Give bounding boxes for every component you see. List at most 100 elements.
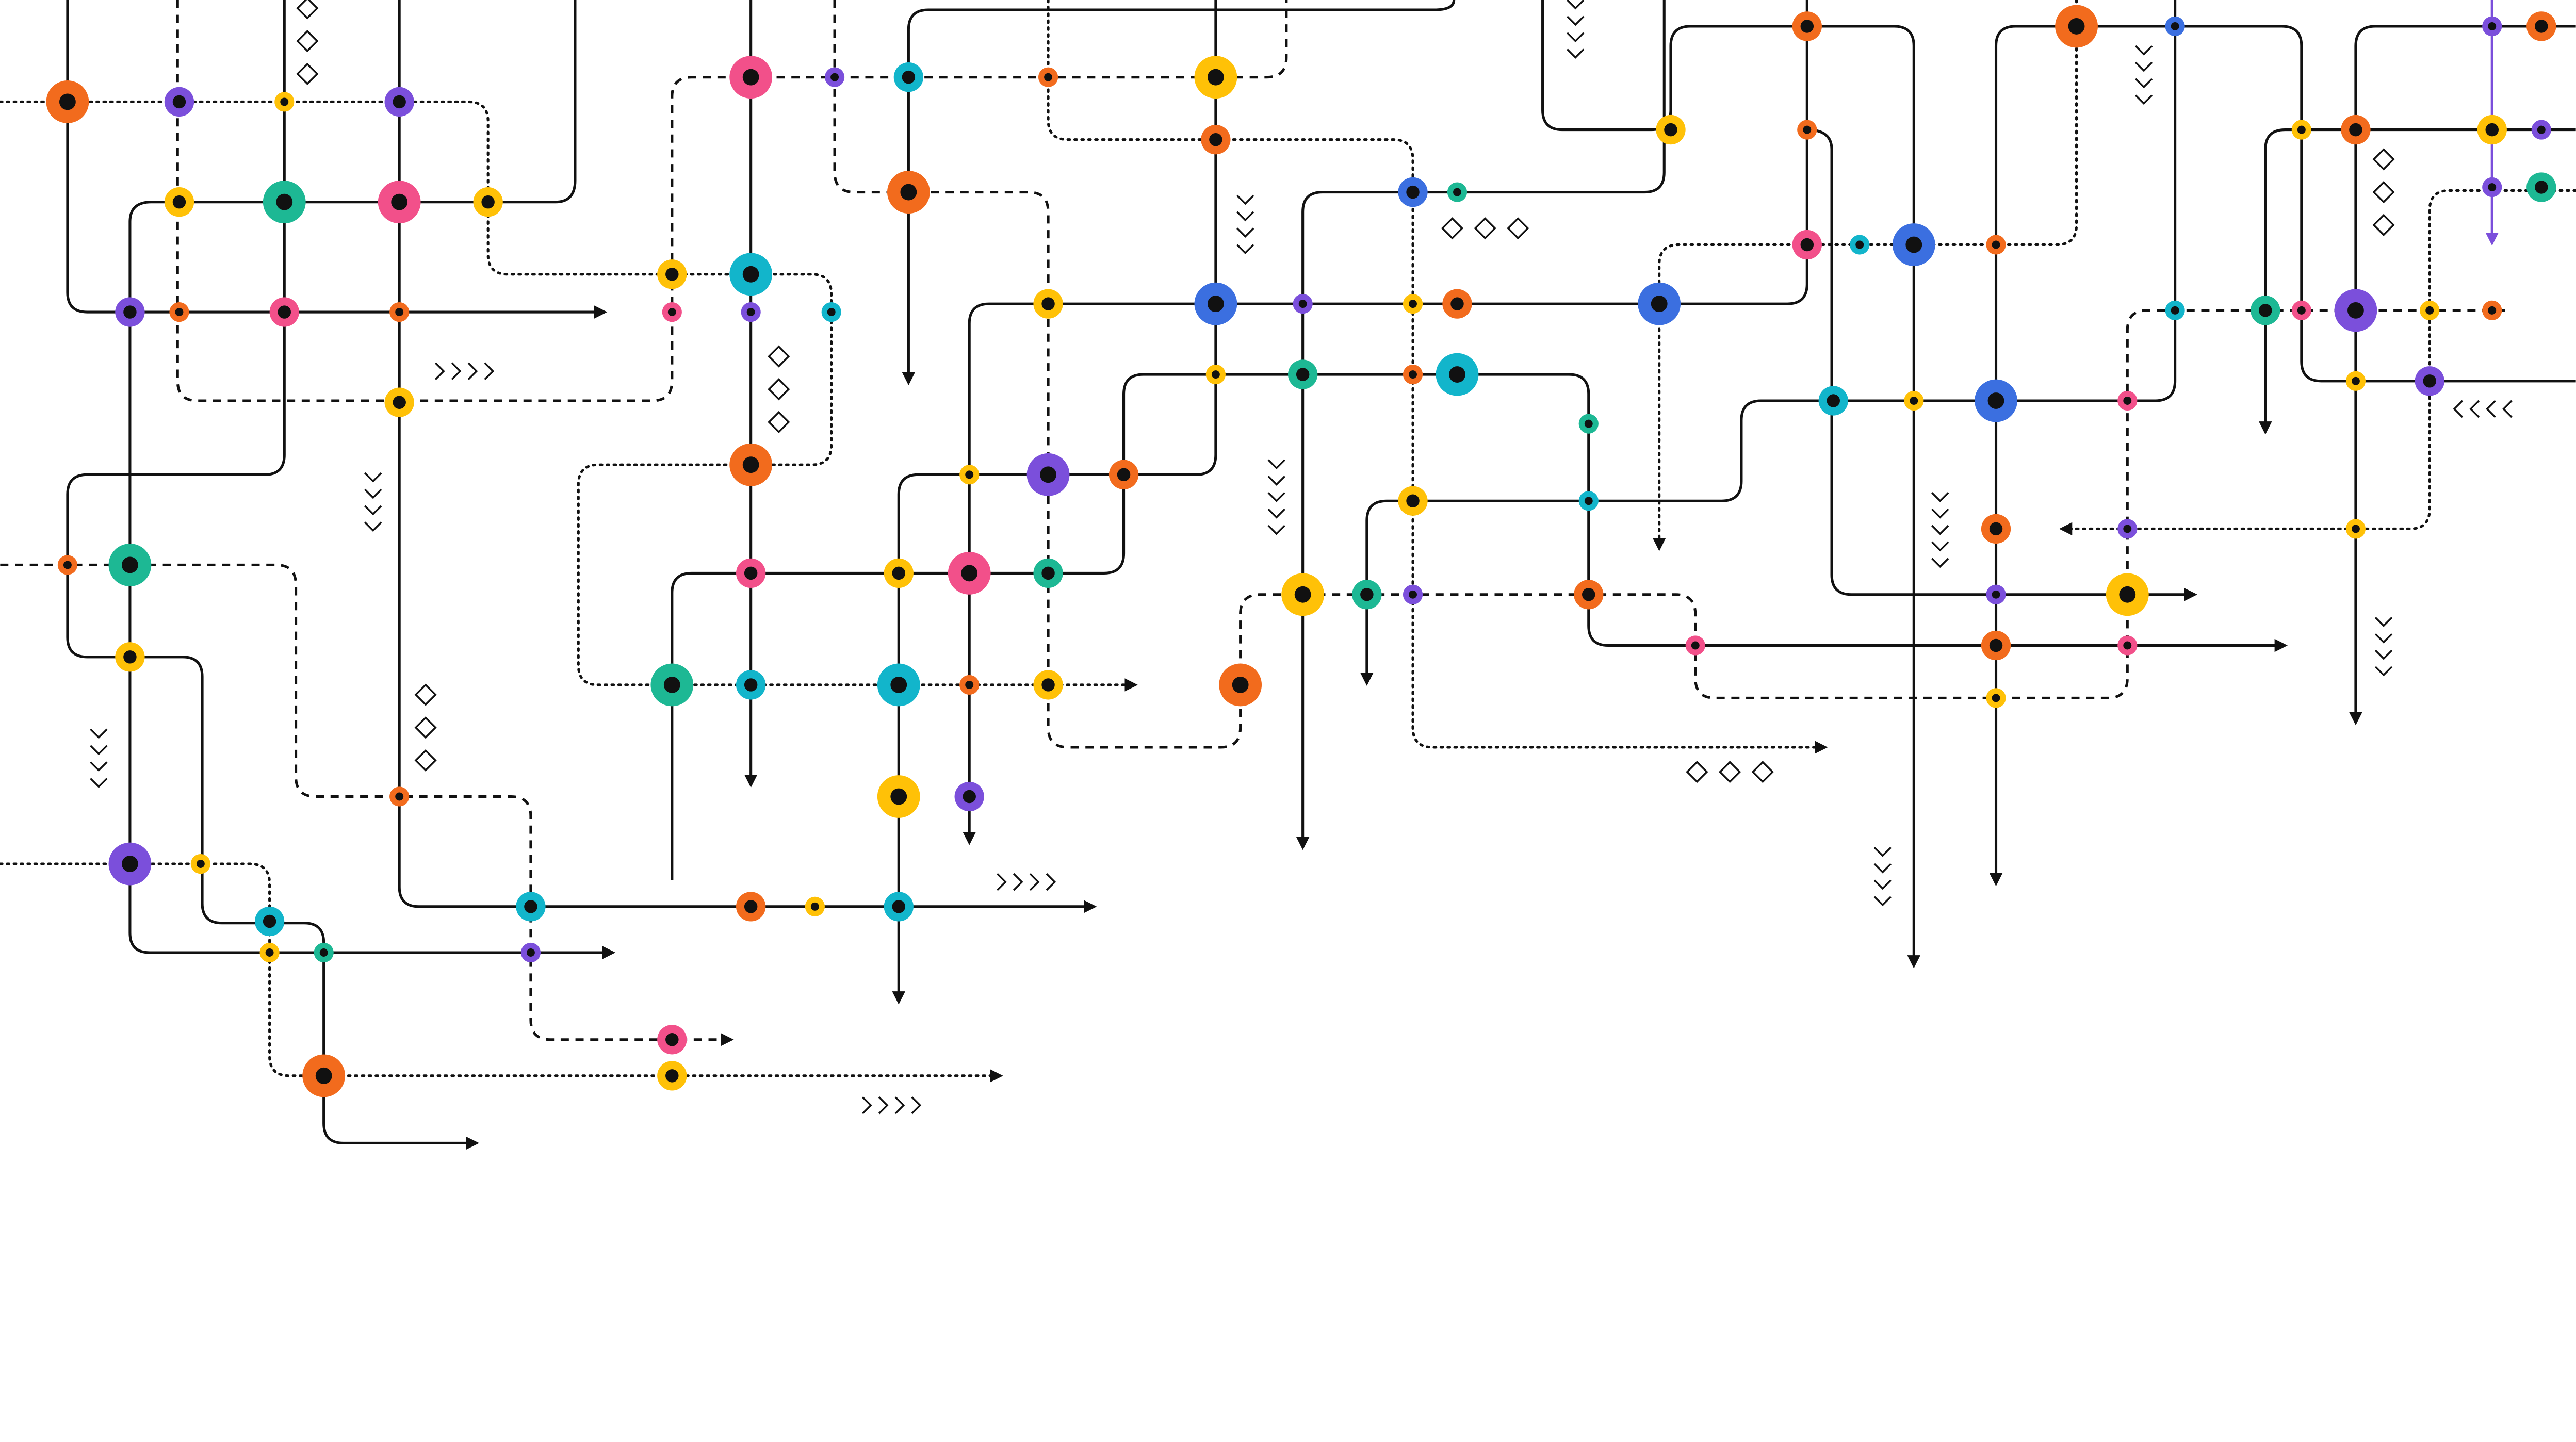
station-center <box>1298 300 1307 308</box>
station-center <box>2485 123 2499 137</box>
station-node <box>2117 390 2138 411</box>
route-line <box>2259 128 2576 435</box>
station-center <box>280 97 289 106</box>
station-node <box>57 555 78 575</box>
station-node <box>1792 11 1822 41</box>
station-center <box>890 677 907 693</box>
station-center <box>744 566 758 580</box>
route-line <box>1541 0 1921 969</box>
station-center <box>1409 370 1417 379</box>
route-line-dotted <box>0 100 1138 692</box>
route-line-dashed <box>0 563 734 1046</box>
station-node <box>2482 16 2502 37</box>
station-center <box>1651 296 1668 313</box>
station-node <box>2165 16 2185 37</box>
station-node <box>650 663 694 707</box>
station-node <box>274 92 295 112</box>
station-center <box>121 856 138 872</box>
station-center <box>395 308 404 317</box>
chevrons-down-icon <box>2134 45 2153 105</box>
station-node <box>1398 177 1428 207</box>
station-center <box>1040 466 1056 483</box>
station-node <box>729 253 773 296</box>
diamonds-icon <box>1686 761 1774 783</box>
station-node <box>1352 580 1382 610</box>
route-line <box>128 0 616 959</box>
station-center <box>1409 300 1417 308</box>
station-node <box>164 87 194 117</box>
station-node <box>1033 558 1063 588</box>
station-node <box>657 1061 687 1091</box>
station-node <box>877 663 920 707</box>
station-center <box>665 1069 679 1083</box>
station-center <box>2349 123 2362 137</box>
station-node <box>741 302 761 322</box>
station-node <box>2420 300 2440 320</box>
chevrons-down-icon <box>1567 0 1585 59</box>
station-center <box>2488 22 2497 30</box>
station-center <box>963 790 976 804</box>
station-center <box>890 788 907 805</box>
station-node <box>378 181 421 224</box>
route-line <box>671 373 2288 880</box>
route-line-dotted <box>1047 0 1828 754</box>
station-node <box>2251 296 2280 325</box>
station-center <box>1211 370 1220 379</box>
station-node <box>1638 282 1681 325</box>
diamonds-icon <box>768 345 790 434</box>
route-line <box>1807 128 2197 601</box>
station-center <box>1406 494 1420 508</box>
station-node <box>893 62 924 92</box>
station-node <box>1219 663 1262 707</box>
station-center <box>196 860 205 869</box>
station-center <box>1691 641 1700 650</box>
station-center <box>1209 133 1222 146</box>
station-node <box>2055 5 2098 48</box>
station-center <box>892 900 906 913</box>
route-line <box>1296 0 1666 850</box>
station-node <box>1026 453 1070 496</box>
station-center <box>1207 296 1224 313</box>
route-line <box>1989 25 2576 887</box>
station-node <box>887 171 930 214</box>
station-node <box>959 465 980 485</box>
route-line <box>1360 0 2177 686</box>
route-line <box>398 0 1097 913</box>
station-node <box>959 675 980 695</box>
diamonds-icon <box>414 683 437 772</box>
station-node <box>877 775 920 818</box>
station-node <box>2477 114 2507 145</box>
station-center <box>830 73 839 81</box>
station-center <box>744 678 758 692</box>
station-center <box>175 308 184 317</box>
station-center <box>2425 306 2434 315</box>
route-line <box>66 0 608 319</box>
station-center <box>2535 181 2548 194</box>
station-center <box>2535 20 2548 33</box>
station-center <box>2123 641 2132 650</box>
station-node <box>657 259 687 289</box>
station-node <box>389 786 410 807</box>
station-node <box>2291 300 2311 320</box>
route-line <box>66 0 479 1150</box>
station-node <box>1685 635 1705 656</box>
station-node <box>473 187 503 217</box>
chevrons-down-icon <box>364 472 382 532</box>
station-center <box>2351 525 2360 533</box>
station-center <box>2488 183 2497 191</box>
diamonds-icon <box>296 0 319 85</box>
station-center <box>1987 392 2004 409</box>
station-node <box>1447 182 1468 202</box>
station-node <box>1656 114 1686 145</box>
station-center <box>1232 677 1249 693</box>
station-node <box>384 387 414 417</box>
station-center <box>900 184 917 201</box>
station-node <box>657 1025 687 1055</box>
station-center <box>2171 306 2179 315</box>
station-node <box>263 181 306 224</box>
station-center <box>393 396 406 409</box>
route-line-dotted <box>0 862 1003 1083</box>
station-center <box>2123 397 2132 405</box>
route-line <box>2349 25 2576 726</box>
